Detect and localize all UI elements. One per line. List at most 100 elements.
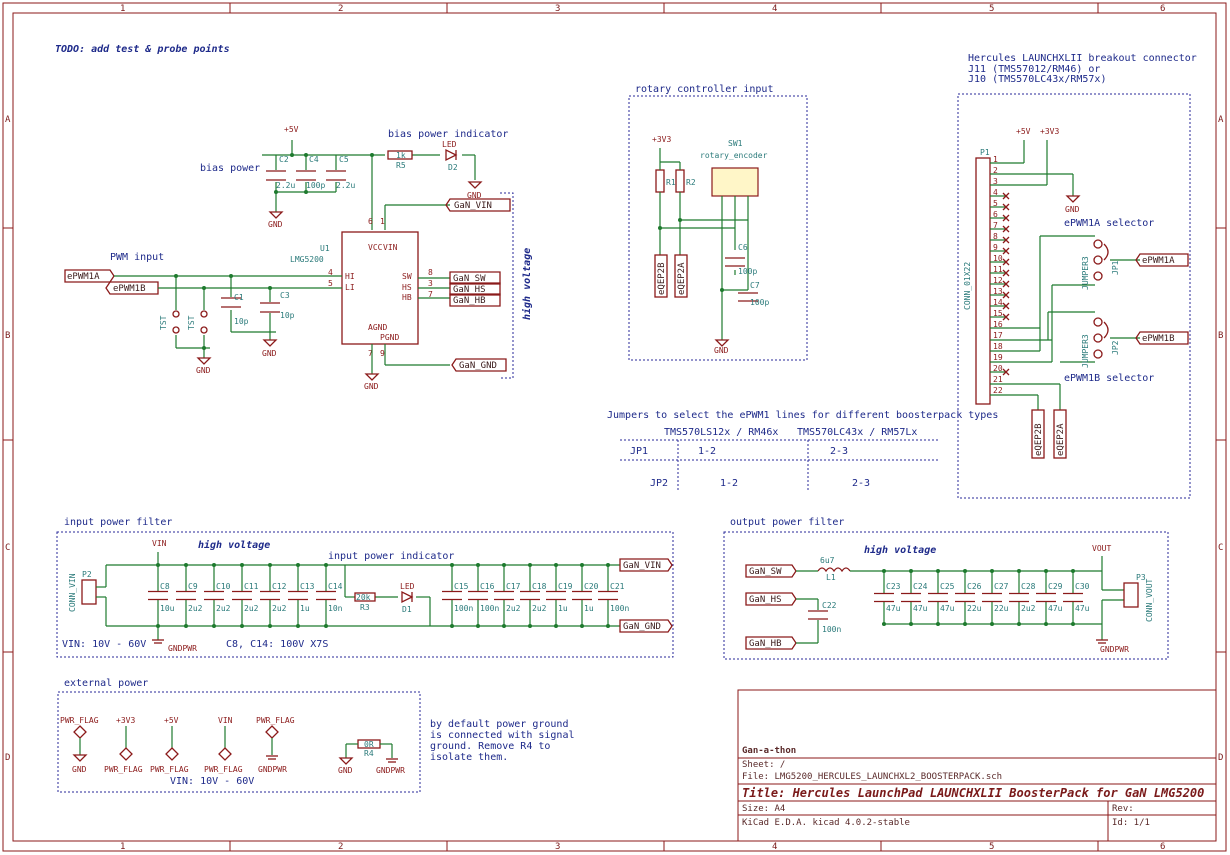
gan-hb-text-out: GaN_HB — [749, 639, 782, 649]
junction-dot — [174, 274, 178, 278]
junction-dot — [882, 622, 886, 626]
capacitor-c15 — [442, 565, 462, 626]
gnd-symbol — [714, 339, 730, 347]
epwm1a-selector-label: ePWM1A selector — [1064, 218, 1154, 229]
u1-pinnum-8: 8 — [428, 268, 433, 277]
junction-dot — [450, 563, 454, 567]
gndpwr-symbol — [386, 758, 398, 763]
jumper-row1-b: 2-3 — [830, 446, 848, 457]
p3v3-label-ext: +3V3 — [116, 716, 135, 725]
pwr-flag-symbol — [73, 725, 87, 739]
jumper-col1-header: TMS570LS12x / RM46x — [664, 427, 778, 438]
p3v3-label-rotary: +3V3 — [652, 135, 671, 144]
gan-sw-text: GaN_SW — [453, 274, 486, 284]
gndpwr-symbol — [1096, 639, 1108, 644]
sw1-rotary-encoder — [711, 167, 759, 197]
junction-dot — [304, 153, 308, 157]
led-bias-label: LED — [442, 140, 457, 149]
cap-ref: C25 — [940, 582, 955, 591]
junction-dot — [1071, 622, 1075, 626]
p5v-label-ext: +5V — [164, 716, 179, 725]
gan-hb-text: GaN_HB — [453, 296, 486, 306]
bias-indicator-label: bias power indicator — [388, 129, 508, 140]
input-filter-label: input power filter — [64, 517, 172, 528]
connector-wires — [990, 140, 1140, 410]
c4-ref: C4 — [309, 155, 319, 164]
eqep2a-flag-rotary — [674, 254, 688, 298]
vin-range-note: VIN: 10V - 60V — [62, 639, 146, 650]
cap-value: 100n — [480, 604, 499, 613]
row-label-c: C — [5, 543, 10, 553]
hv-bracket — [500, 192, 514, 379]
junction-dot — [606, 563, 610, 567]
cap-ref: C17 — [506, 582, 521, 591]
resistor-r2 — [675, 169, 685, 193]
cap-value: 2u2 — [244, 604, 259, 613]
row-label-c-r: C — [1218, 543, 1223, 553]
p1-value: CONN_01X22 — [963, 262, 972, 310]
gndpwr-symbol — [266, 755, 278, 760]
gnd-label: GND — [364, 382, 379, 391]
todo-note: TODO: add test & probe points — [55, 43, 230, 55]
vin-label-ext: VIN — [218, 716, 233, 725]
d2-ref: D2 — [448, 163, 458, 172]
capacitor-c27 — [982, 571, 1002, 624]
resistor-r3 — [354, 592, 376, 602]
cap-value: 2u2 — [506, 604, 521, 613]
jumper3-label-1: JUMPER3 — [1081, 256, 1090, 290]
cap-value: 100n — [610, 604, 629, 613]
junction-dot — [184, 624, 188, 628]
p1-pin-number: 8 — [993, 232, 998, 241]
cap-value: 47u — [940, 604, 955, 613]
cap-ref: C10 — [216, 582, 231, 591]
gan-vin-text-top: GaN_VIN — [454, 201, 492, 211]
capacitor-c4 — [296, 170, 316, 181]
cap-ref: C12 — [272, 582, 287, 591]
gnd-label: GND — [72, 765, 87, 774]
junction-dot — [290, 153, 294, 157]
col-label-2: 2 — [338, 4, 343, 14]
testpoint-tst2 — [200, 310, 208, 334]
p2-connector — [81, 579, 97, 605]
capacitor-c24 — [901, 571, 921, 624]
p3-value: CONN_VOUT — [1145, 578, 1154, 622]
c3-value: 10p — [280, 311, 295, 320]
p5v-label-conn: +5V — [1016, 127, 1031, 136]
cap-value: 2u2 — [532, 604, 547, 613]
junction-dot — [229, 274, 233, 278]
gan-sw-text-out: GaN_SW — [749, 567, 782, 577]
jumper-row2-name: JP2 — [650, 478, 668, 489]
junction-dot — [554, 563, 558, 567]
col-label-2b: 2 — [338, 842, 343, 852]
eqep2b-text-conn: eQEP2B — [1034, 423, 1044, 456]
hercules-title-3: J10 (TMS570LC43x/RM57x) — [968, 74, 1106, 85]
pwr-flag-5: PWR_FLAG — [256, 716, 295, 725]
capacitor-c16 — [468, 565, 488, 626]
c2-ref: C2 — [279, 155, 289, 164]
tb-size: Size: A4 — [742, 804, 785, 814]
led-d1 — [401, 590, 414, 604]
capacitor-c9 — [176, 565, 196, 626]
p1-pin-number: 13 — [993, 287, 1003, 296]
cap-value: 22u — [967, 604, 982, 613]
eqep2b-flag-conn — [1031, 409, 1045, 459]
border-ticks — [3, 3, 1226, 851]
p1-ref: P1 — [980, 148, 990, 157]
gnd-symbol — [268, 211, 284, 219]
external-power-label: external power — [64, 678, 148, 689]
gnd-label: GND — [467, 191, 482, 200]
led-in-label: LED — [400, 582, 415, 591]
u1-pinnum-6: 6 — [368, 217, 373, 226]
r5-ref: R5 — [396, 161, 406, 170]
gan-vin-text-in: GaN_VIN — [623, 561, 661, 571]
cap-ref: C8 — [160, 582, 170, 591]
p1-pin-number: 15 — [993, 309, 1003, 318]
l1-ref: L1 — [826, 573, 836, 582]
r1-ref: R1 — [666, 178, 676, 187]
u1-pin-agnd: AGND — [368, 323, 387, 332]
gnd-note-line3: ground. Remove R4 to — [430, 741, 550, 752]
jumper3-label-2: JUMPER3 — [1081, 334, 1090, 368]
cap-ref: C26 — [967, 582, 982, 591]
u1-pin-vin: VIN — [383, 243, 398, 252]
resistor-r5 — [387, 150, 413, 160]
